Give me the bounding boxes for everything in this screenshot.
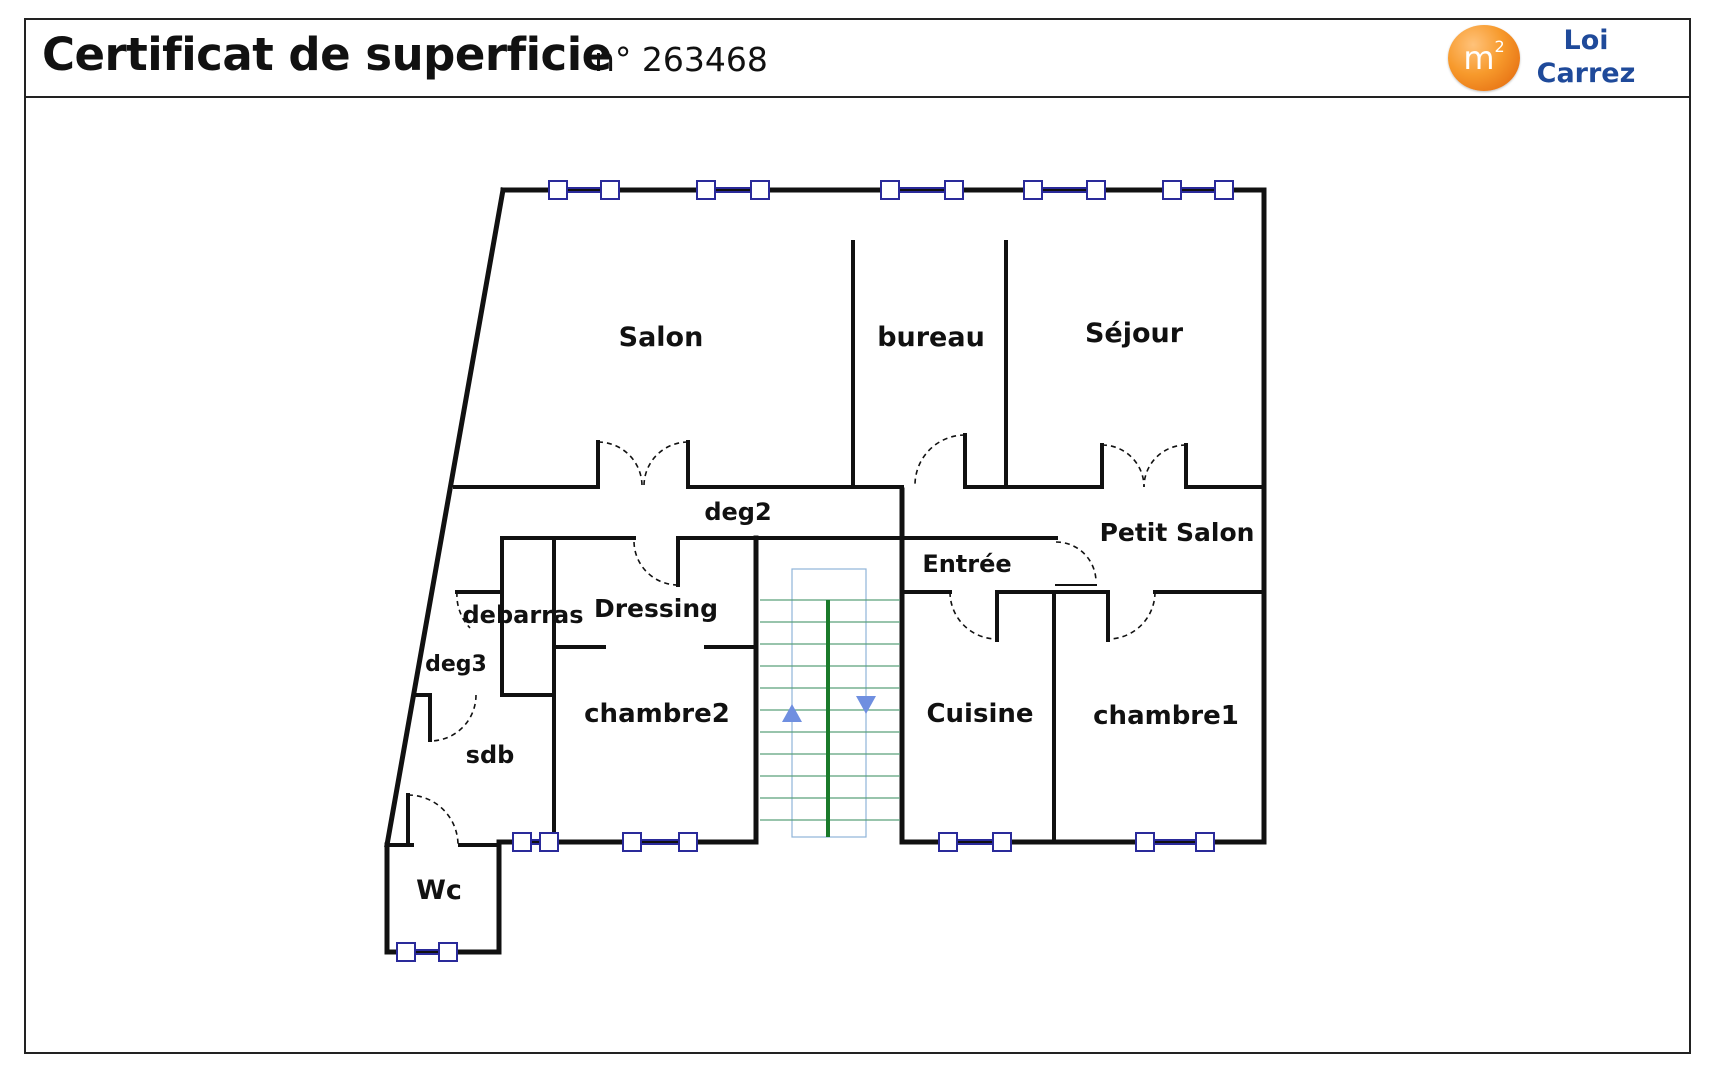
door-arc-chambre1 — [1107, 591, 1156, 640]
door-arc-debarras — [456, 591, 471, 629]
door-arc-sejour-left — [1101, 444, 1145, 488]
windows — [396, 180, 1234, 962]
logo-badge-exponent: 2 — [1494, 37, 1505, 56]
window — [1023, 180, 1106, 200]
door-arc-cuisine — [949, 591, 998, 640]
room-label-deg2: deg2 — [704, 498, 771, 526]
room-label-deg3: deg3 — [425, 652, 487, 677]
loi-carrez-logo: Loi Carrez — [1526, 24, 1646, 90]
door-arc-entree — [1055, 541, 1097, 583]
window — [938, 832, 1012, 852]
window — [622, 832, 698, 852]
window — [396, 942, 458, 962]
room-label-debarras: debarras — [463, 601, 584, 629]
logo-line-1: Loi — [1563, 25, 1609, 56]
window — [512, 832, 559, 852]
window — [1162, 180, 1234, 200]
window — [1135, 832, 1215, 852]
room-labels: Salon bureau Séjour deg2 Petit Salon Ent… — [416, 318, 1254, 906]
certificate-frame: Certificat de superficie n° 263468 m2 Lo… — [24, 18, 1691, 1054]
door-arc-sdb — [429, 694, 477, 742]
room-label-sejour: Séjour — [1085, 318, 1184, 349]
window — [880, 180, 964, 200]
stair-up-icon — [782, 704, 802, 722]
interior-walls — [385, 240, 1266, 847]
room-label-bureau: bureau — [877, 322, 985, 353]
room-label-petit-salon: Petit Salon — [1100, 518, 1255, 547]
door-arc-sejour-right — [1143, 444, 1187, 488]
door-arc-bureau — [914, 434, 966, 486]
room-label-wc: Wc — [416, 875, 462, 906]
room-label-entree: Entrée — [922, 550, 1011, 578]
wall-left-diagonal — [384, 187, 506, 848]
stair-down-icon — [856, 696, 876, 714]
room-label-chambre1: chambre1 — [1093, 701, 1239, 731]
room-label-sdb: sdb — [466, 741, 515, 769]
logo-line-2: Carrez — [1536, 58, 1636, 89]
staircase — [760, 568, 900, 838]
logo-badge-letter: m — [1463, 39, 1495, 77]
page-title: Certificat de superficie — [42, 28, 612, 81]
window — [548, 180, 620, 200]
room-label-dressing: Dressing — [594, 594, 718, 623]
m2-logo-icon: m2 — [1448, 25, 1520, 91]
window — [696, 180, 770, 200]
room-label-chambre2: chambre2 — [584, 699, 730, 729]
door-swings — [407, 434, 1187, 846]
certificate-header: Certificat de superficie n° 263468 m2 Lo… — [26, 20, 1689, 98]
door-arc-wc — [407, 794, 459, 846]
door-arc-salon-right — [643, 441, 689, 487]
door-arc-salon-left — [597, 441, 643, 487]
room-label-salon: Salon — [619, 322, 704, 353]
certificate-number: n° 263468 — [594, 40, 768, 79]
room-label-cuisine: Cuisine — [926, 699, 1033, 729]
door-arc-dressing — [633, 540, 679, 586]
